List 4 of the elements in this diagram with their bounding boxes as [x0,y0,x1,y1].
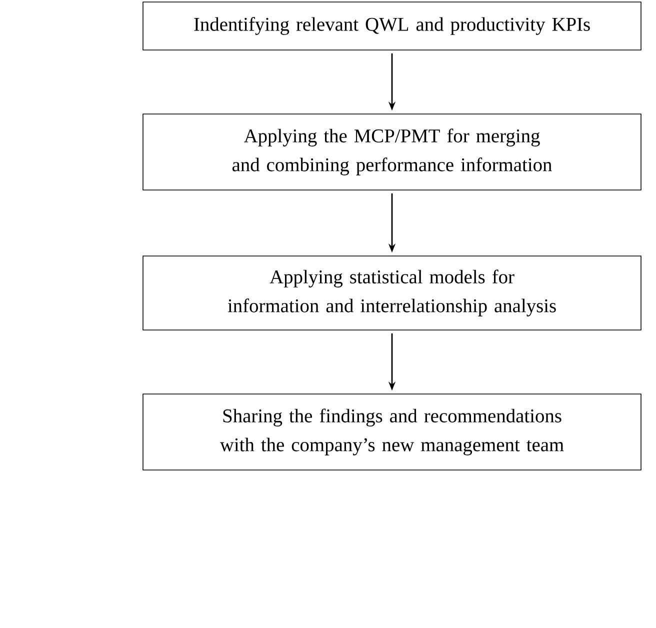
process-box: Applying the MCP/PMT for merging and combining performance information [142,114,642,190]
process-box: Indentifying relevant QWL and productivity KPIs [142,2,642,50]
process-box: Sharing the findings and recommendations with the company’s new management team [142,394,642,470]
process-box: Applying statistical models for information and interrelationship analysis [142,256,642,330]
